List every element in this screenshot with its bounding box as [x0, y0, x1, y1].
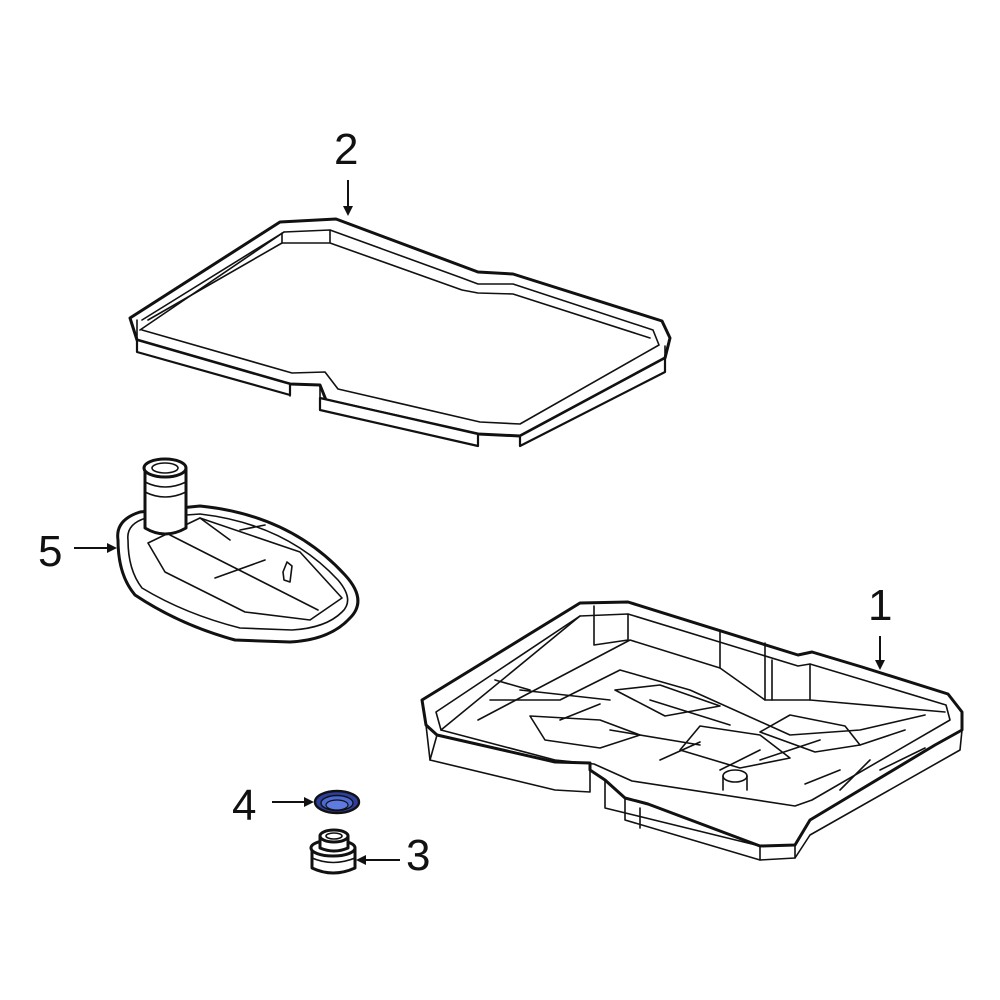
callout-label-2: 2	[334, 125, 359, 174]
oil-pan-part[interactable]	[420, 600, 964, 861]
callout-label-1: 1	[868, 581, 893, 630]
callout-arrows	[74, 180, 885, 865]
seal-part[interactable]	[313, 789, 361, 815]
callout-label-4: 4	[232, 781, 257, 830]
callout-label-5: 5	[38, 527, 63, 576]
gasket-part[interactable]	[128, 217, 672, 448]
drain-plug-part[interactable]	[309, 828, 357, 875]
filter-part[interactable]	[116, 457, 360, 644]
callout-label-3: 3	[406, 831, 431, 880]
